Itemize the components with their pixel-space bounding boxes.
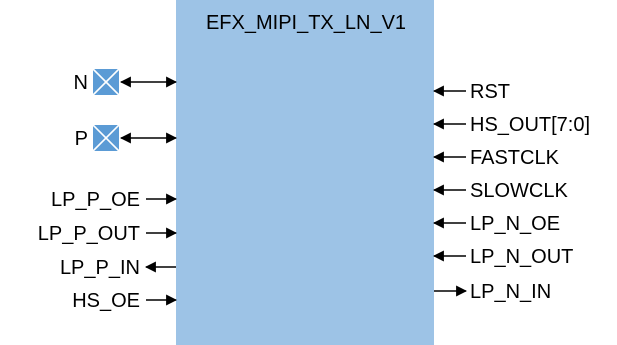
left-ports: N P LP_P_OE LP_P_OUT LP_P_IN HS_OE [38,68,178,312]
port-label-hs-out: HS_OUT[7:0] [470,114,590,136]
port-label-lp-n-out: LP_N_OUT [470,246,573,268]
port-label-slowclk: SLOWCLK [470,180,568,202]
port-label-lp-p-in: LP_P_IN [60,257,140,279]
port-rst: RST [432,81,510,103]
port-n: N [74,68,178,96]
port-label-lp-p-oe: LP_P_OE [51,189,140,211]
port-lp-n-oe: LP_N_OE [432,213,560,235]
block-title: EFX_MIPI_TX_LN_V1 [206,12,406,34]
pad-n-icon [92,68,120,96]
port-label-fastclk: FASTCLK [470,147,560,169]
port-label-lp-n-in: LP_N_IN [470,281,551,303]
port-hs-oe: HS_OE [72,290,178,312]
port-hs-out: HS_OUT[7:0] [432,114,590,136]
port-lp-n-in: LP_N_IN [434,281,551,303]
port-fastclk: FASTCLK [432,147,560,169]
module-block [176,0,434,345]
port-lp-p-out: LP_P_OUT [38,223,178,245]
port-label-n: N [74,72,88,94]
right-ports: RST HS_OUT[7:0] FASTCLK SLOWCLK LP_N_OE LP_N_… [432,81,590,303]
port-lp-p-in: LP_P_IN [60,257,176,279]
port-lp-p-oe: LP_P_OE [51,189,178,211]
port-label-hs-oe: HS_OE [72,290,140,312]
port-label-rst: RST [470,81,510,103]
port-label-p: P [75,128,88,150]
port-label-lp-p-out: LP_P_OUT [38,223,140,245]
pad-p-icon [92,124,120,152]
port-slowclk: SLOWCLK [432,180,568,202]
port-lp-n-out: LP_N_OUT [432,246,573,268]
port-p: P [75,124,178,152]
port-label-lp-n-oe: LP_N_OE [470,213,560,235]
